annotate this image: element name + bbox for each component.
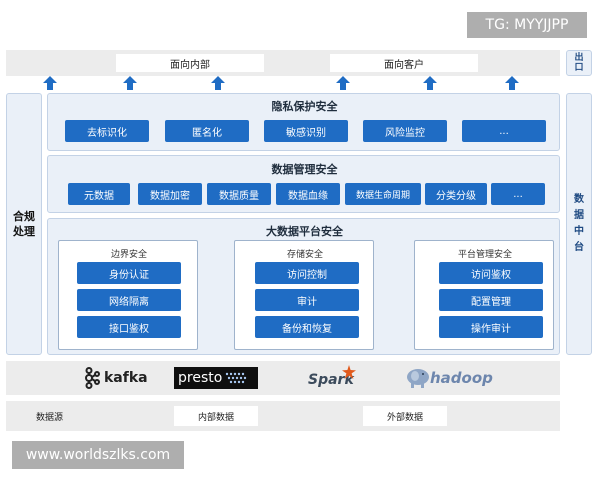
management-item: 数据加密	[138, 183, 202, 205]
up-arrow-icon	[211, 76, 225, 90]
management-layer: 数据管理安全 元数据 数据加密 数据质量 数据血缘 数据生命周期 分类分级 ..…	[47, 155, 560, 213]
watermark-top: TG: MYYJJPP	[467, 12, 587, 38]
customer-facing-label: 面向客户	[330, 54, 478, 72]
management-title: 数据管理安全	[271, 163, 338, 176]
platform-mgmt-item: 操作审计	[439, 316, 543, 338]
export-label: 出口	[574, 53, 584, 73]
privacy-item: ...	[462, 120, 546, 142]
up-arrow-icon	[423, 76, 437, 90]
privacy-layer: 隐私保护安全 去标识化 匿名化 敏感识别 风险监控 ...	[47, 93, 560, 151]
boundary-security-box: 边界安全 身份认证 网络隔离 接口鉴权	[58, 240, 198, 350]
kafka-text: kafka	[104, 370, 148, 386]
up-arrow-icon	[336, 76, 350, 90]
up-arrows	[43, 76, 519, 90]
up-arrow-icon	[43, 76, 57, 90]
up-arrow-icon	[505, 76, 519, 90]
management-item: 分类分级	[425, 183, 487, 205]
up-arrow-icon	[123, 76, 137, 90]
privacy-item: 风险监控	[363, 120, 447, 142]
management-item: 元数据	[68, 183, 130, 205]
kafka-logo: kafka	[84, 366, 154, 390]
data-source-band	[6, 401, 560, 431]
internal-facing-label: 面向内部	[116, 54, 264, 72]
management-item: 数据血缘	[276, 183, 340, 205]
management-item: 数据生命周期	[345, 183, 421, 205]
privacy-item: 去标识化	[65, 120, 149, 142]
storage-security-title: 存储安全	[286, 250, 323, 260]
hadoop-elephant-icon	[407, 369, 429, 388]
data-middle-platform-label: 数据中台	[574, 194, 584, 253]
storage-item: 备份和恢复	[255, 316, 359, 338]
platform-management-security-box: 平台管理安全 访问鉴权 配置管理 操作审计	[414, 240, 554, 350]
presto-dots-icon	[226, 372, 247, 384]
hadoop-text: hadoop	[430, 369, 493, 387]
external-data-box: 外部数据	[363, 406, 447, 426]
spark-text: Spark	[308, 372, 354, 388]
privacy-item: 匿名化	[165, 120, 249, 142]
boundary-item: 接口鉴权	[77, 316, 181, 338]
kafka-icon	[85, 367, 100, 389]
compliance-label: 合规处理	[13, 210, 35, 238]
platform-title: 大数据平台安全	[266, 225, 343, 238]
platform-layer: 大数据平台安全 边界安全 身份认证 网络隔离 接口鉴权 存储安全 访问控制 审计…	[47, 218, 560, 355]
privacy-item: 敏感识别	[264, 120, 348, 142]
presto-logo: presto	[174, 367, 258, 389]
data-middle-platform-box: 数据中台	[566, 93, 592, 355]
internal-data-box: 内部数据	[174, 406, 258, 426]
platform-mgmt-item: 配置管理	[439, 289, 543, 311]
hadoop-logo: hadoop	[406, 365, 498, 391]
spark-logo: Spark	[306, 364, 366, 392]
export-box: 出口	[566, 50, 592, 76]
management-item: 数据质量	[207, 183, 271, 205]
compliance-box: 合规处理	[6, 93, 42, 355]
tech-band	[6, 361, 560, 395]
boundary-item: 网络隔离	[77, 289, 181, 311]
data-source-label: 数据源	[36, 413, 64, 423]
privacy-title: 隐私保护安全	[271, 100, 338, 113]
platform-management-security-title: 平台管理安全	[457, 250, 512, 260]
spark-star-icon	[342, 365, 356, 379]
presto-text: presto	[178, 370, 223, 386]
boundary-security-title: 边界安全	[110, 250, 147, 260]
watermark-bottom: www.worldszlks.com	[12, 441, 184, 469]
storage-item: 访问控制	[255, 262, 359, 284]
boundary-item: 身份认证	[77, 262, 181, 284]
platform-mgmt-item: 访问鉴权	[439, 262, 543, 284]
storage-item: 审计	[255, 289, 359, 311]
storage-security-box: 存储安全 访问控制 审计 备份和恢复	[234, 240, 374, 350]
management-item: ...	[491, 183, 545, 205]
